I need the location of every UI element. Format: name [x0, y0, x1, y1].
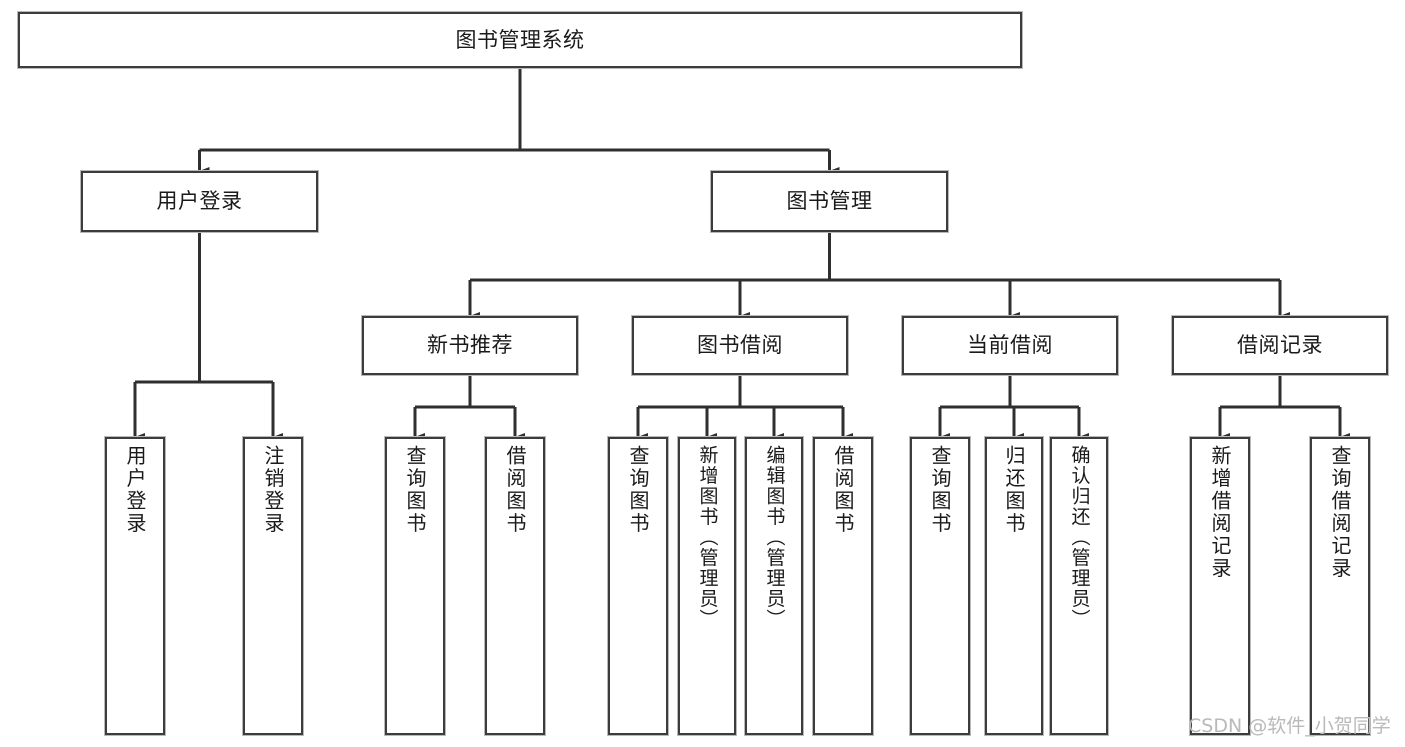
node-label-leaf-edit-book: 编辑图书（管理员）: [763, 445, 786, 630]
node-label-leaf-borrow-book-2: 借阅图书: [831, 445, 855, 535]
node-leaf-borrow-book-1[interactable]: 借阅图书: [485, 437, 545, 735]
node-root[interactable]: 图书管理系统: [18, 12, 1022, 68]
node-label-leaf-query-borrow-record: 查询借阅记录: [1328, 445, 1352, 580]
node-leaf-confirm-return[interactable]: 确认归还（管理员）: [1050, 437, 1108, 735]
node-leaf-borrow-book-2[interactable]: 借阅图书: [813, 437, 873, 735]
node-label-leaf-user-login: 用户登录: [123, 445, 147, 535]
node-label-leaf-add-book: 新增图书（管理员）: [696, 445, 719, 630]
node-book-borrow[interactable]: 图书借阅: [632, 316, 848, 375]
node-label-leaf-add-borrow-record: 新增借阅记录: [1208, 445, 1232, 580]
node-leaf-user-login[interactable]: 用户登录: [105, 437, 165, 735]
node-leaf-query-book-3[interactable]: 查询图书: [910, 437, 970, 735]
node-label-borrow-record: 借阅记录: [1237, 333, 1323, 358]
node-label-book-manage: 图书管理: [786, 189, 873, 214]
csdn-watermark: CSDN @软件_小贺同学: [1188, 715, 1391, 737]
node-leaf-add-borrow-record[interactable]: 新增借阅记录: [1190, 437, 1250, 735]
node-new-book-recommend[interactable]: 新书推荐: [362, 316, 578, 375]
node-leaf-add-book[interactable]: 新增图书（管理员）: [678, 437, 736, 735]
node-leaf-query-borrow-record[interactable]: 查询借阅记录: [1310, 437, 1370, 735]
node-borrow-record[interactable]: 借阅记录: [1172, 316, 1388, 375]
node-current-borrow[interactable]: 当前借阅: [902, 316, 1118, 375]
node-leaf-logout[interactable]: 注销登录: [243, 437, 303, 735]
node-label-leaf-query-book-2: 查询图书: [626, 445, 650, 535]
node-label-user-login: 用户登录: [156, 189, 243, 214]
node-leaf-return-book[interactable]: 归还图书: [985, 437, 1043, 735]
node-leaf-query-book-2[interactable]: 查询图书: [608, 437, 668, 735]
node-label-leaf-query-book-3: 查询图书: [928, 445, 952, 535]
node-book-manage[interactable]: 图书管理: [711, 171, 948, 232]
node-label-leaf-confirm-return: 确认归还（管理员）: [1068, 445, 1091, 630]
node-label-leaf-return-book: 归还图书: [1002, 445, 1026, 535]
node-label-book-borrow: 图书借阅: [697, 333, 783, 358]
node-leaf-query-book-1[interactable]: 查询图书: [385, 437, 445, 735]
node-label-current-borrow: 当前借阅: [967, 333, 1053, 358]
node-label-leaf-query-book-1: 查询图书: [403, 445, 427, 535]
node-label-root: 图书管理系统: [455, 27, 585, 52]
node-label-leaf-borrow-book-1: 借阅图书: [503, 445, 527, 535]
node-user-login[interactable]: 用户登录: [81, 171, 318, 232]
node-leaf-edit-book[interactable]: 编辑图书（管理员）: [745, 437, 803, 735]
node-label-leaf-logout: 注销登录: [261, 445, 285, 535]
node-label-new-book-recommend: 新书推荐: [427, 333, 513, 358]
